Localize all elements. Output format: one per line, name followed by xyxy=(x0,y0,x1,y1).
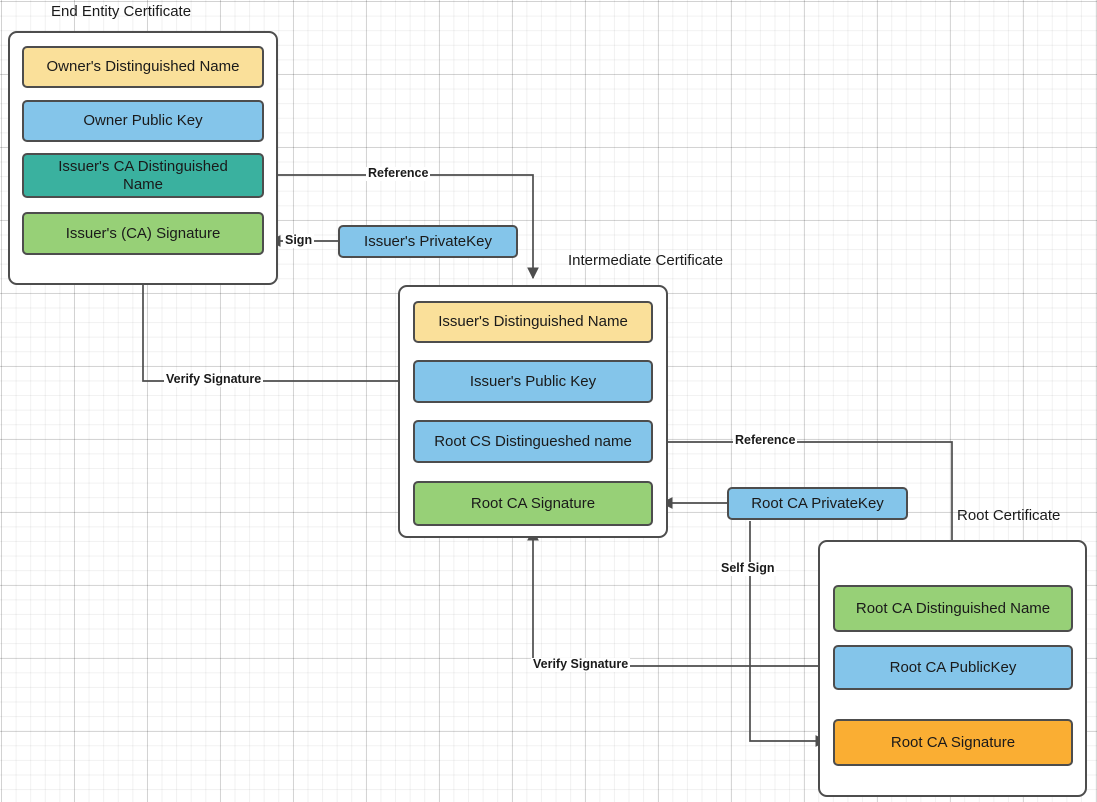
edge-label-sign: Sign xyxy=(283,233,315,248)
ee-field-owner-public-key[interactable]: Owner Public Key xyxy=(22,100,264,142)
edge-label-reference-bottom: Reference xyxy=(733,433,798,448)
edge-label-verify-signature-top: Verify Signature xyxy=(164,372,264,387)
int-field-issuer-distinguished-name[interactable]: Issuer's Distinguished Name xyxy=(413,301,653,343)
int-field-root-cs-distinguished-name[interactable]: Root CS Distingueshed name xyxy=(413,420,653,463)
int-field-root-ca-signature[interactable]: Root CA Signature xyxy=(413,481,653,526)
root-field-root-ca-public-key[interactable]: Root CA PublicKey xyxy=(833,645,1073,690)
edge-label-verify-signature-bottom: Verify Signature xyxy=(531,657,631,672)
ee-field-issuer-ca-distinguished-name[interactable]: Issuer's CA Distinguished Name xyxy=(22,153,264,198)
intermediate-certificate-title: Intermediate Certificate xyxy=(568,252,724,269)
edge-self-sign xyxy=(749,521,828,747)
root-field-root-ca-distinguished-name[interactable]: Root CA Distinguished Name xyxy=(833,585,1073,632)
edge-label-reference-top: Reference xyxy=(366,166,431,181)
issuer-private-key-node[interactable]: Issuer's PrivateKey xyxy=(338,225,518,258)
int-field-issuer-public-key[interactable]: Issuer's Public Key xyxy=(413,360,653,403)
edge-label-self-sign: Self Sign xyxy=(719,561,777,576)
root-certificate-title: Root Certificate xyxy=(957,507,1061,524)
edge-verify-signature-bottom xyxy=(527,528,833,667)
end-entity-certificate-title: End Entity Certificate xyxy=(51,3,192,20)
root-ca-private-key-node[interactable]: Root CA PrivateKey xyxy=(727,487,908,520)
ee-field-issuer-ca-signature[interactable]: Issuer's (CA) Signature xyxy=(22,212,264,255)
root-field-root-ca-signature[interactable]: Root CA Signature xyxy=(833,719,1073,766)
ee-field-owner-distinguished-name[interactable]: Owner's Distinguished Name xyxy=(22,46,264,88)
